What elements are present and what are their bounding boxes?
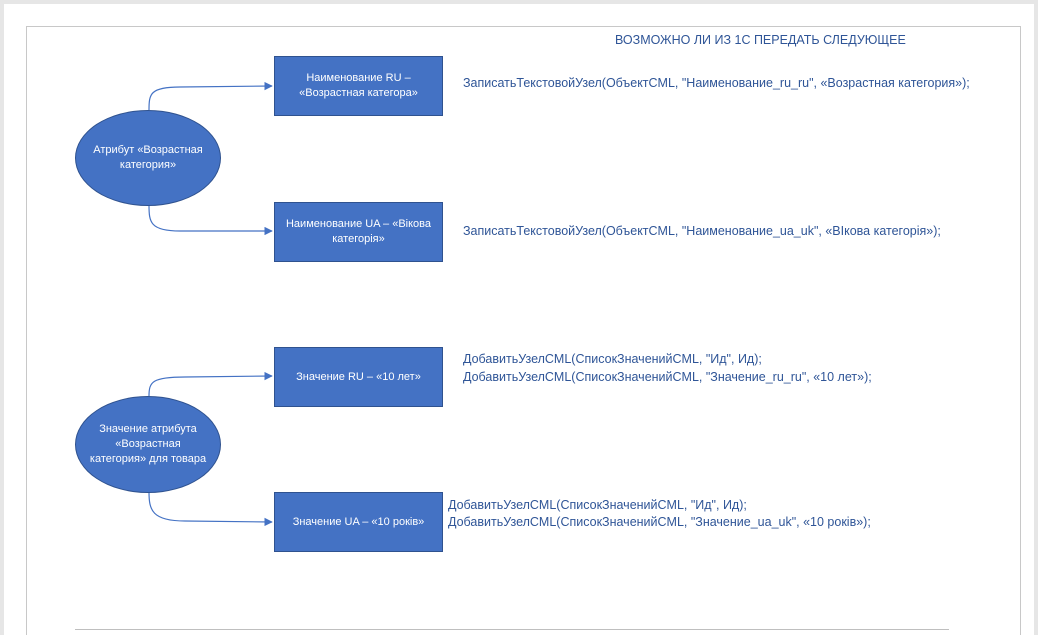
connector-attribute-to-name-ua: [148, 204, 273, 236]
code-name-ua: ЗаписатьТекстовойУзел(ОбъектCML, "Наимен…: [463, 224, 941, 238]
box-name-ua: Наименование UA – «Вікова категорія»: [274, 202, 443, 262]
box-name-ua-label: Наименование UA – «Вікова категорія»: [285, 218, 431, 245]
box-name-ru: Наименование RU – «Возрастная категора»: [274, 56, 443, 116]
diagram-title: ВОЗМОЖНО ЛИ ИЗ 1С ПЕРЕДАТЬ СЛЕДУЮЩЕЕ: [615, 33, 906, 47]
document-page: [4, 4, 1034, 635]
node-attribute-label: Атрибут «Возрастная категория»: [93, 144, 203, 171]
code-value-ru-line2: ДобавитьУзелCML(СписокЗначенийCML, "Знач…: [463, 370, 872, 384]
node-attribute-value-label: Значение атрибута «Возрастная категория»…: [89, 423, 207, 465]
node-attribute: Атрибут «Возрастная категория»: [75, 110, 221, 206]
box-value-ua-label: Значение UA – «10 років»: [292, 515, 425, 528]
code-value-ua-line1: ДобавитьУзелCML(СписокЗначенийCML, "Ид",…: [448, 498, 747, 512]
bottom-scroll-area: [75, 629, 949, 636]
box-value-ru: Значение RU – «10 лет»: [274, 347, 443, 407]
box-name-ru-label: Наименование RU – «Возрастная категора»: [299, 72, 418, 99]
code-value-ua-line2: ДобавитьУзелCML(СписокЗначенийCML, "Знач…: [448, 515, 871, 529]
box-value-ru-label: Значение RU – «10 лет»: [296, 370, 421, 383]
diagram-frame: [26, 26, 1021, 635]
connector-value-to-value-ru: [148, 371, 273, 397]
connector-attribute-to-name-ru: [148, 81, 273, 111]
connector-value-to-value-ua: [148, 491, 273, 527]
code-value-ru-line1: ДобавитьУзелCML(СписокЗначенийCML, "Ид",…: [463, 352, 762, 366]
node-attribute-value: Значение атрибута «Возрастная категория»…: [75, 396, 221, 493]
box-value-ua: Значение UA – «10 років»: [274, 492, 443, 552]
code-name-ru: ЗаписатьТекстовойУзел(ОбъектCML, "Наимен…: [463, 76, 970, 90]
